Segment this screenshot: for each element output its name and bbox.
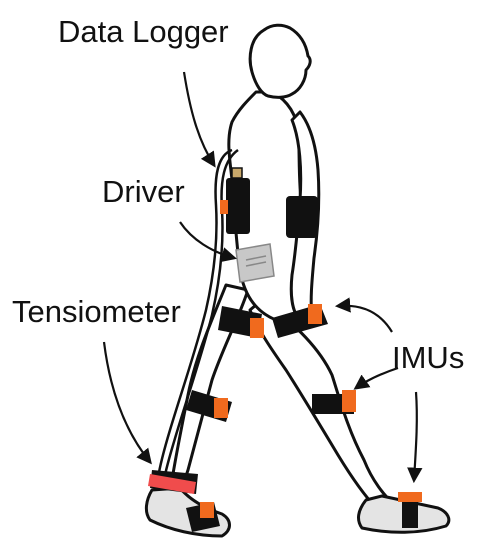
exoskeleton-frame	[156, 148, 239, 481]
arrow-imu-foot	[407, 391, 423, 484]
imu-front-thigh	[308, 304, 322, 324]
imu-back-thigh	[250, 318, 264, 338]
straps	[148, 196, 422, 532]
driver-box	[235, 243, 275, 283]
person-outline	[144, 23, 451, 538]
arrow-tensiometer	[102, 341, 152, 465]
label-imus: IMUs	[392, 340, 465, 375]
tensiometer-band	[148, 474, 196, 494]
arrow-imu-thigh	[334, 297, 393, 333]
label-tensiometer: Tensiometer	[12, 294, 181, 329]
imu-front-foot	[398, 492, 422, 502]
label-driver: Driver	[102, 174, 185, 209]
cable-2	[162, 148, 239, 481]
data-logger-unit	[220, 167, 250, 234]
imu-front-shank	[342, 390, 356, 412]
imu-back-foot	[200, 502, 214, 518]
cable	[156, 148, 233, 479]
imu-back-shank	[214, 398, 228, 418]
arrow-imu-shank	[353, 366, 399, 390]
arrow-driver	[179, 221, 237, 263]
arrow-data-logger	[182, 71, 216, 168]
head	[248, 23, 312, 99]
arrows	[102, 71, 423, 484]
label-data-logger: Data Logger	[58, 14, 229, 49]
